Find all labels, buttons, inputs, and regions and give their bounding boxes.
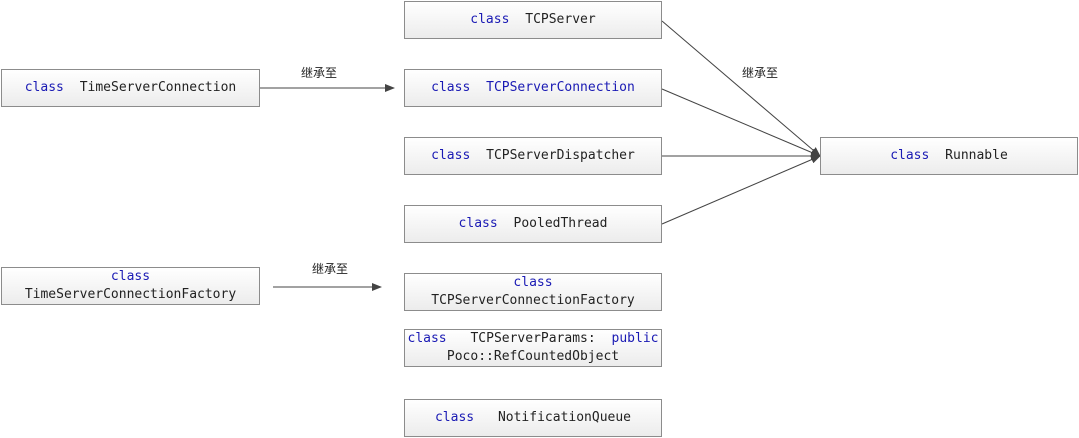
public-keyword: public bbox=[611, 331, 659, 346]
class-box-tcpserverparams: class TCPServerParams: public Poco::RefC… bbox=[404, 329, 662, 367]
class-name: TCPServerDispatcher bbox=[486, 148, 635, 163]
arrow-tcpserverconnection-to-runnable bbox=[661, 88, 821, 157]
class-name: TCPServerParams: bbox=[470, 331, 596, 346]
class-box-tcpserverconnectionfactory: class TCPServerConnectionFactory bbox=[404, 273, 662, 311]
class-name: NotificationQueue bbox=[497, 410, 632, 425]
class-keyword: class bbox=[407, 331, 447, 346]
class-name: Runnable bbox=[945, 148, 1008, 163]
class-box-timeserverconnectionfactory: class TimeServerConnectionFactory bbox=[1, 267, 260, 305]
class-box-notificationqueue: class NotificationQueue bbox=[404, 399, 662, 437]
inherit-label-2: 继承至 bbox=[742, 66, 779, 80]
class-keyword: class bbox=[470, 12, 510, 27]
class-keyword: class bbox=[890, 148, 930, 163]
class-keyword: class bbox=[458, 216, 498, 231]
class-box-pooledthread: class PooledThread bbox=[404, 205, 662, 243]
class-name: TimeServerConnection bbox=[79, 80, 237, 95]
class-box-tcpserverconnection: class TCPServerConnection bbox=[404, 69, 662, 107]
base-class-name: Poco::RefCountedObject bbox=[446, 349, 620, 364]
arrow-tcpserver-to-runnable bbox=[661, 20, 821, 157]
class-box-tcpserverdispatcher: class TCPServerDispatcher bbox=[404, 137, 662, 175]
inherit-label-3: 继承至 bbox=[312, 262, 349, 276]
class-keyword: class bbox=[434, 410, 475, 425]
arrow-pooledthread-to-runnable bbox=[661, 155, 821, 225]
class-name: PooledThread bbox=[513, 216, 608, 231]
class-name: TCPServerConnectionFactory bbox=[431, 293, 635, 308]
class-name: TCPServer bbox=[525, 12, 596, 27]
class-keyword: class bbox=[513, 275, 553, 290]
class-box-tcpserver: class TCPServer bbox=[404, 1, 662, 39]
class-name: TimeServerConnectionFactory bbox=[24, 287, 237, 302]
inherit-label-1: 继承至 bbox=[301, 66, 338, 80]
class-keyword: class bbox=[110, 269, 151, 284]
class-box-timeserverconnection: class TimeServerConnection bbox=[1, 69, 260, 107]
class-keyword: class bbox=[431, 148, 471, 163]
class-keyword: class bbox=[24, 80, 64, 95]
class-keyword: class bbox=[431, 80, 471, 95]
class-name: TCPServerConnection bbox=[486, 80, 635, 95]
class-box-runnable: class Runnable bbox=[820, 137, 1078, 175]
